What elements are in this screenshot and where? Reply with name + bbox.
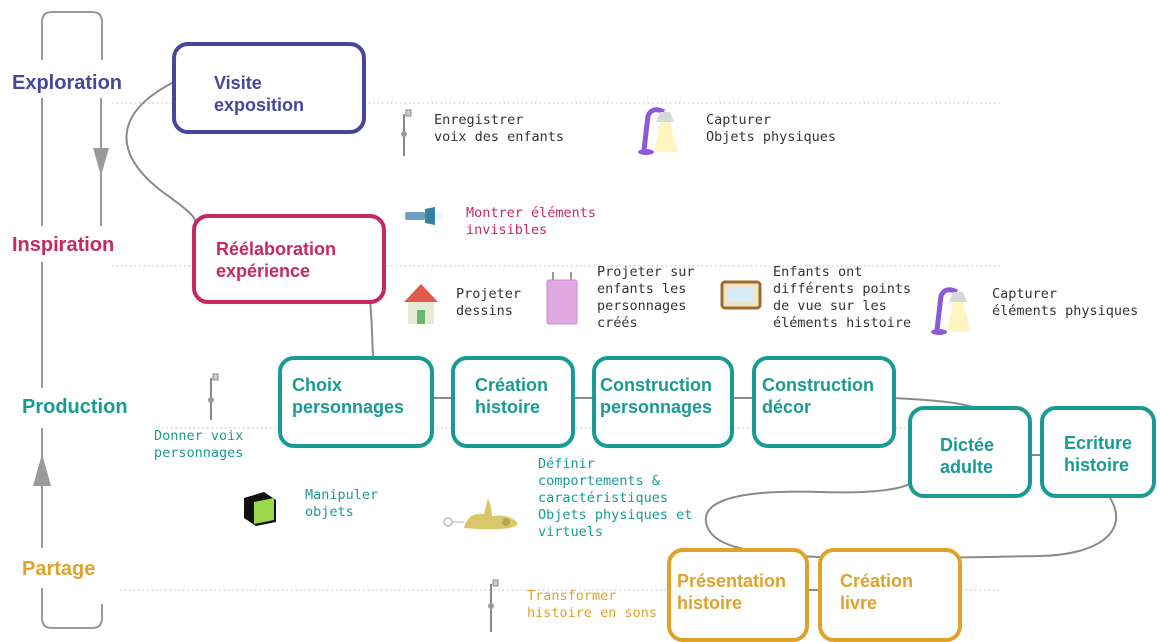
note-capturer-objets: Capturer Objets physiques [706, 112, 837, 145]
note-manipuler-objets: Manipuler objets [305, 487, 379, 520]
phase-exploration-label: Exploration [12, 72, 123, 94]
note-points-de-vue: Enfants ont différents points de vue sur… [773, 264, 912, 331]
note-montrer-elements: Montrer éléments invisibles [466, 205, 597, 238]
phase-inspiration-label: Inspiration [12, 234, 115, 256]
house-icon [404, 284, 438, 324]
note-definir-comportements: Définir comportements & caractéristiques… [538, 456, 693, 540]
up-arrow-icon [33, 454, 51, 486]
step-ecriture-histoire: Ecriture histoire [1040, 406, 1156, 498]
note-projeter-dessins: Projeter dessins [456, 286, 522, 319]
cycle-frame [33, 11, 109, 629]
step-construction-decor: Construction décor [752, 356, 896, 448]
cube-icon [244, 492, 276, 526]
desk-lamp-icon [638, 107, 678, 155]
phase-production-label: Production [22, 396, 128, 418]
desk-lamp-icon-2 [931, 287, 971, 335]
step-dictee-adulte: Dictée adulte [908, 406, 1032, 498]
note-capturer-elements: Capturer éléments physiques [992, 286, 1139, 319]
microphone-icon-3 [488, 579, 499, 632]
microphone-icon-2 [208, 373, 219, 420]
note-enregistrer: Enregistrer voix des enfants [434, 112, 565, 145]
toy-animal-icon [443, 498, 518, 530]
flashlight-icon [405, 207, 443, 225]
note-projeter-enfants: Projeter sur enfants les personnages cré… [597, 264, 695, 331]
projector-sheet-icon [546, 272, 578, 325]
step-choix-personnages: Choix personnages [278, 356, 434, 448]
step-creation-histoire: Création histoire [451, 356, 575, 448]
step-creation-livre: Création livre [818, 548, 962, 642]
phase-partage-label: Partage [22, 558, 96, 580]
step-reelaboration-experience: Réélaboration expérience [192, 214, 386, 304]
step-presentation-histoire: Présentation histoire [667, 548, 809, 642]
microphone-icon [401, 109, 412, 156]
note-transformer-histoire: Transformer histoire en sons [527, 588, 658, 621]
step-construction-personnages: Construction personnages [592, 356, 734, 448]
picture-frame-icon [720, 280, 762, 310]
down-arrow-icon [93, 148, 109, 176]
note-donner-voix: Donner voix personnages [154, 428, 244, 461]
step-visite-exposition: Visite exposition [172, 42, 366, 134]
